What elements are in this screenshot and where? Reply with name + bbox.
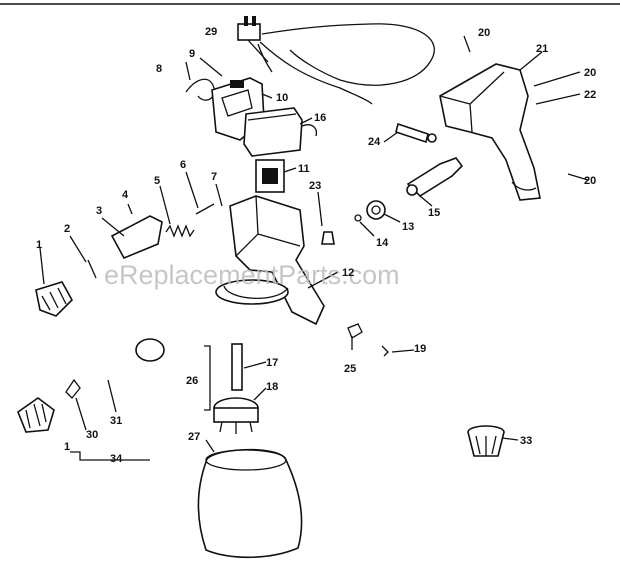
part-19-fitting	[381, 345, 389, 357]
part-12-gun-body	[215, 195, 325, 326]
part-14-washer	[354, 214, 362, 222]
leader-lines	[39, 35, 589, 461]
label-23: 23	[309, 180, 321, 192]
part-23-valve	[321, 231, 335, 245]
part-27-container-rim	[205, 449, 287, 471]
label-9: 9	[189, 48, 195, 60]
part-30-fitting	[65, 378, 81, 399]
part-17-suction-tube	[213, 343, 259, 434]
part-13-ring	[366, 200, 386, 220]
label-20-top: 20	[478, 27, 490, 39]
label-7: 7	[211, 171, 217, 183]
part-5-spring	[165, 224, 195, 238]
label-1-top: 1	[36, 239, 42, 251]
label-34: 34	[110, 453, 123, 465]
label-30: 30	[86, 429, 98, 441]
label-10: 10	[276, 92, 288, 104]
part-6-pin	[195, 203, 215, 215]
label-1-bottom: 1	[64, 441, 70, 453]
part-15-nozzle	[406, 157, 464, 198]
part-33-filter	[467, 425, 505, 457]
label-31: 31	[110, 415, 122, 427]
label-16: 16	[314, 112, 326, 124]
part-21-pump-housing	[439, 63, 541, 201]
part-4-screw	[127, 203, 133, 215]
part-1-knob	[35, 281, 73, 317]
label-2: 2	[64, 223, 70, 235]
part-8-clip	[185, 78, 215, 101]
label-6: 6	[180, 159, 186, 171]
label-4: 4	[122, 189, 129, 201]
label-12: 12	[342, 267, 354, 279]
watermark-text: eReplacementParts.com	[104, 260, 400, 290]
label-14: 14	[376, 237, 389, 249]
label-27: 27	[188, 431, 200, 443]
label-19: 19	[414, 343, 426, 355]
label-11: 11	[298, 163, 310, 175]
part-29-power-cord	[237, 16, 435, 105]
label-15: 15	[428, 207, 440, 219]
label-17: 17	[266, 357, 278, 369]
part-24-pin	[395, 122, 437, 144]
part-2-screw	[87, 259, 97, 279]
label-13: 13	[402, 221, 414, 233]
part-1-knob-lower	[17, 397, 55, 433]
label-33: 33	[520, 435, 532, 447]
part-13-ring-inner	[371, 205, 381, 215]
part-16-coil	[243, 107, 318, 157]
label-5: 5	[154, 175, 160, 187]
label-8: 8	[156, 63, 162, 75]
label-24: 24	[368, 136, 381, 148]
label-3: 3	[96, 205, 102, 217]
part-3-bracket	[110, 215, 163, 260]
label-20-mid: 20	[584, 67, 596, 79]
label-22: 22	[584, 89, 596, 101]
label-20-low: 20	[584, 175, 596, 187]
part-11-switch	[255, 159, 285, 193]
label-29: 29	[205, 26, 217, 38]
label-18: 18	[266, 381, 278, 393]
round-cap	[135, 338, 165, 362]
part-25-fitting	[347, 323, 363, 339]
label-21: 21	[536, 43, 548, 55]
label-28: 26	[186, 375, 198, 387]
label-25: 25	[344, 363, 356, 375]
